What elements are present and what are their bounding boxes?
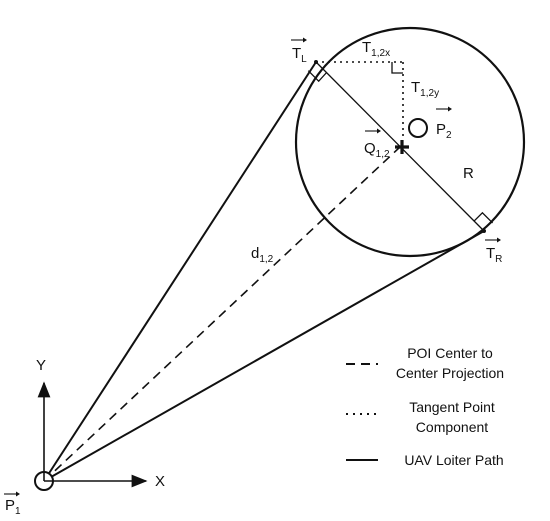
legend-item-2-line1: Tangent Point bbox=[409, 399, 495, 415]
vector-arrow-p1 bbox=[4, 491, 20, 497]
vector-arrow-q bbox=[365, 128, 381, 134]
legend-item-2-line2: Component bbox=[416, 419, 488, 435]
legend-item-3-line1: UAV Loiter Path bbox=[404, 452, 503, 468]
label-tl: TL bbox=[292, 45, 307, 65]
label-t12x: T1,2x bbox=[362, 39, 390, 59]
right-angle-marker-tr bbox=[473, 211, 494, 224]
vector-arrow-tr bbox=[485, 237, 501, 243]
label-t12y: T1,2y bbox=[411, 79, 439, 99]
loiter-circle bbox=[294, 26, 526, 258]
legend-item-1-line1: POI Center to bbox=[407, 345, 493, 361]
legend: POI Center to Center Projection Tangent … bbox=[346, 345, 504, 468]
label-r: R bbox=[463, 165, 474, 182]
q12-plus-marker bbox=[395, 140, 409, 154]
label-axis-x: X bbox=[155, 473, 165, 490]
vector-arrow-tl bbox=[291, 37, 307, 43]
p2-marker bbox=[408, 118, 428, 138]
tangent-line-left bbox=[43, 61, 317, 482]
tangent-line-right bbox=[43, 230, 485, 482]
right-angle-marker-corner bbox=[391, 62, 403, 74]
tangent-point-tl bbox=[314, 60, 318, 64]
label-tr: TR bbox=[486, 245, 502, 265]
right-angle-marker-tl bbox=[307, 70, 328, 83]
vector-arrow-p2 bbox=[436, 106, 452, 112]
label-d12: d1,2 bbox=[251, 245, 274, 265]
label-p1: P1 bbox=[5, 497, 21, 517]
legend-item-1-line2: Center Projection bbox=[396, 365, 504, 381]
center-projection-line bbox=[43, 146, 401, 482]
label-axis-y: Y bbox=[36, 357, 46, 374]
tangent-point-tr bbox=[482, 229, 486, 233]
label-p2: P2 bbox=[436, 121, 452, 141]
label-q12: Q1,2 bbox=[364, 140, 390, 160]
